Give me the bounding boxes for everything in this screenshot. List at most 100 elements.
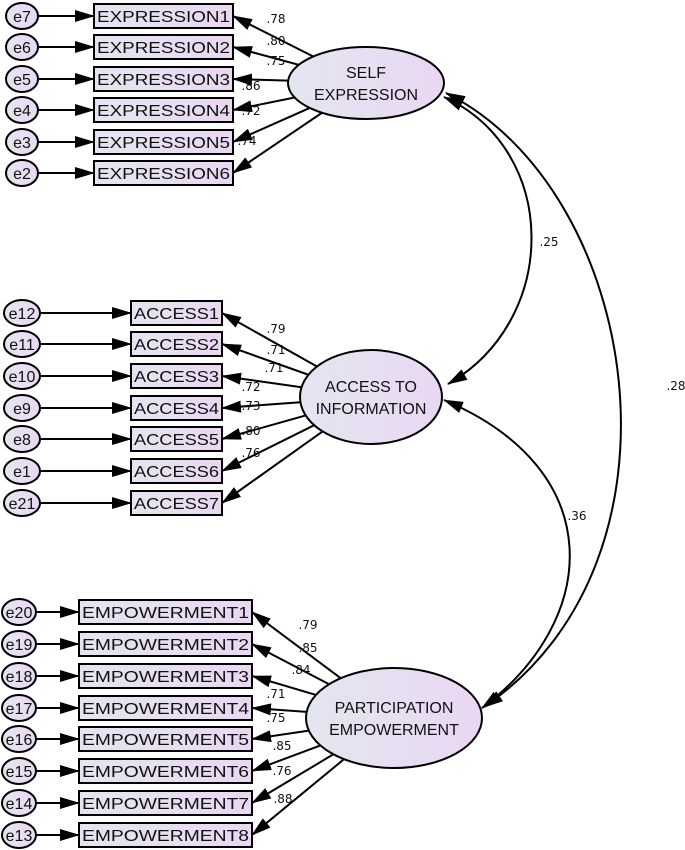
error-term-label: e20 xyxy=(6,605,33,622)
loading-path xyxy=(251,753,334,804)
error-term-node xyxy=(5,128,39,156)
error-term-node xyxy=(5,33,39,61)
observed-variable-node xyxy=(130,490,223,516)
loading-coefficient: .76 xyxy=(241,446,260,460)
loading-path xyxy=(232,107,311,143)
loading-path xyxy=(221,372,302,389)
loading-coefficient: .84 xyxy=(291,663,310,677)
loading-path xyxy=(221,400,301,413)
loading-coefficient: .79 xyxy=(266,322,285,336)
error-term-label: e7 xyxy=(13,9,31,26)
covariance-coefficient: .36 xyxy=(567,509,586,523)
error-term-node xyxy=(3,457,41,485)
observed-variable-node xyxy=(130,395,223,421)
observed-variable-node xyxy=(78,695,253,721)
error-term-label: e13 xyxy=(6,828,33,845)
observed-variable-label: EXPRESSION2 xyxy=(97,40,230,57)
observed-variable-node xyxy=(78,822,253,848)
loading-coefficient: .76 xyxy=(272,764,291,778)
loading-coefficient: .72 xyxy=(241,380,260,394)
latent-variable-label: INFORMATION xyxy=(316,401,427,418)
observed-variable-label: ACCESS2 xyxy=(134,337,219,354)
covariance-path xyxy=(443,96,533,385)
error-term-label: e2 xyxy=(13,166,31,183)
loading-coefficient: .71 xyxy=(264,361,283,375)
error-term-node xyxy=(3,330,41,358)
loading-coefficient: .75 xyxy=(266,711,285,725)
error-term-label: e14 xyxy=(6,796,33,813)
loading-coefficient: .85 xyxy=(298,641,317,655)
error-term-label: e11 xyxy=(9,337,35,354)
error-term-node xyxy=(3,489,41,517)
observed-variable-node xyxy=(93,160,234,186)
error-term-label: e3 xyxy=(13,135,31,152)
error-term-label: e18 xyxy=(6,669,33,686)
observed-variable-label: EXPRESSION3 xyxy=(97,72,230,89)
loading-path xyxy=(221,312,318,368)
latent-variable-label: EMPOWERMENT xyxy=(329,722,459,739)
loading-coefficient: .71 xyxy=(266,343,285,357)
observed-variable-label: EXPRESSION5 xyxy=(97,135,230,152)
error-term-label: e21 xyxy=(9,496,36,513)
loading-coefficient: .74 xyxy=(237,134,256,148)
edges-layer xyxy=(36,10,622,841)
observed-variable-label: EMPOWERMENT3 xyxy=(82,669,249,686)
loading-coefficient: .72 xyxy=(241,104,260,118)
error-term-node xyxy=(1,598,37,626)
observed-variable-label: ACCESS6 xyxy=(134,464,219,481)
observed-variable-label: EMPOWERMENT8 xyxy=(82,828,249,845)
observed-variable-node xyxy=(93,129,234,155)
observed-variable-label: EMPOWERMENT1 xyxy=(82,605,249,622)
loading-coefficient: .75 xyxy=(266,54,285,68)
observed-variable-label: EXPRESSION1 xyxy=(97,9,230,26)
observed-variable-node xyxy=(78,631,253,657)
error-term-label: e4 xyxy=(13,103,31,120)
loading-path xyxy=(251,703,307,716)
loading-path xyxy=(232,96,295,113)
loading-path xyxy=(232,15,314,58)
latent-variable-label: EXPRESSION xyxy=(314,87,418,104)
loading-path xyxy=(251,643,330,686)
loading-coefficient: .80 xyxy=(241,424,260,438)
loading-path xyxy=(221,343,309,376)
covariance-coefficient: .25 xyxy=(539,235,558,249)
observed-variable-node xyxy=(78,726,253,752)
observed-variable-node xyxy=(130,426,223,452)
covariance-path xyxy=(445,92,622,708)
latent-variable-node xyxy=(299,349,443,445)
observed-variable-node xyxy=(93,3,234,29)
observed-variable-node xyxy=(130,300,223,326)
observed-variable-node xyxy=(78,758,253,784)
error-term-node xyxy=(5,159,39,187)
loading-path xyxy=(251,611,342,680)
error-term-label: e5 xyxy=(13,72,31,89)
covariance-path xyxy=(443,399,571,709)
error-term-label: e1 xyxy=(13,464,31,481)
observed-variable-node xyxy=(78,663,253,689)
loading-coefficient: .71 xyxy=(266,687,285,701)
loading-path xyxy=(251,758,345,836)
observed-variable-label: EMPOWERMENT7 xyxy=(82,796,249,813)
error-term-label: e12 xyxy=(9,306,36,323)
latent-variable-node xyxy=(305,667,483,769)
observed-variable-label: ACCESS5 xyxy=(134,432,219,449)
observed-variable-label: ACCESS3 xyxy=(134,369,219,386)
loading-coefficient: .85 xyxy=(272,739,291,753)
observed-variable-node xyxy=(78,790,253,816)
loading-coefficient: .86 xyxy=(241,79,260,93)
loading-path xyxy=(251,744,321,772)
error-term-node xyxy=(1,630,37,658)
observed-variable-node xyxy=(130,331,223,357)
error-term-node xyxy=(1,694,37,722)
loading-path xyxy=(221,424,315,472)
latent-variable-label: PARTICIPATION xyxy=(335,700,454,717)
latent-variable-label: ACCESS TO xyxy=(325,379,417,396)
nodes-layer: e7 EXPRESSION1 e6 EXPRESSION2 e5 EXPRESSION3 e… xyxy=(1,2,483,849)
error-term-node xyxy=(1,789,37,817)
observed-variable-label: EXPRESSION4 xyxy=(97,103,230,120)
error-term-label: e6 xyxy=(13,40,31,57)
error-term-node xyxy=(5,2,39,30)
observed-variable-label: EMPOWERMENT5 xyxy=(82,732,249,749)
observed-variable-label: EXPRESSION6 xyxy=(97,166,230,183)
latent-variable-label: SELF xyxy=(346,65,386,82)
